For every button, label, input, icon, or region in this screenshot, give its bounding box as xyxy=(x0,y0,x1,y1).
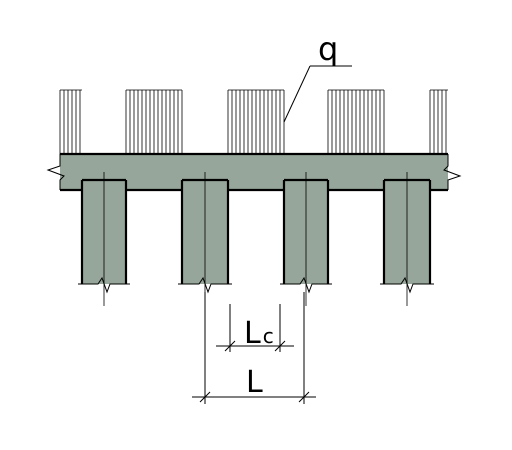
clear-span-dimension xyxy=(216,304,294,352)
column xyxy=(78,172,130,306)
column xyxy=(380,172,434,306)
span-label: L xyxy=(246,365,263,400)
column xyxy=(178,172,232,306)
column-break-line xyxy=(78,276,130,294)
slab-break-right xyxy=(443,154,462,190)
slab-break-left xyxy=(46,154,65,190)
column-break-line xyxy=(380,276,434,294)
slab-fill xyxy=(60,154,448,190)
load-leader xyxy=(283,65,352,123)
span-dimension xyxy=(192,292,316,404)
column xyxy=(280,172,332,306)
load-label: q xyxy=(318,30,338,68)
column-break-line xyxy=(280,276,332,294)
column-break-line xyxy=(178,276,232,294)
columns xyxy=(78,172,434,306)
distributed-load-hatching xyxy=(59,89,448,154)
